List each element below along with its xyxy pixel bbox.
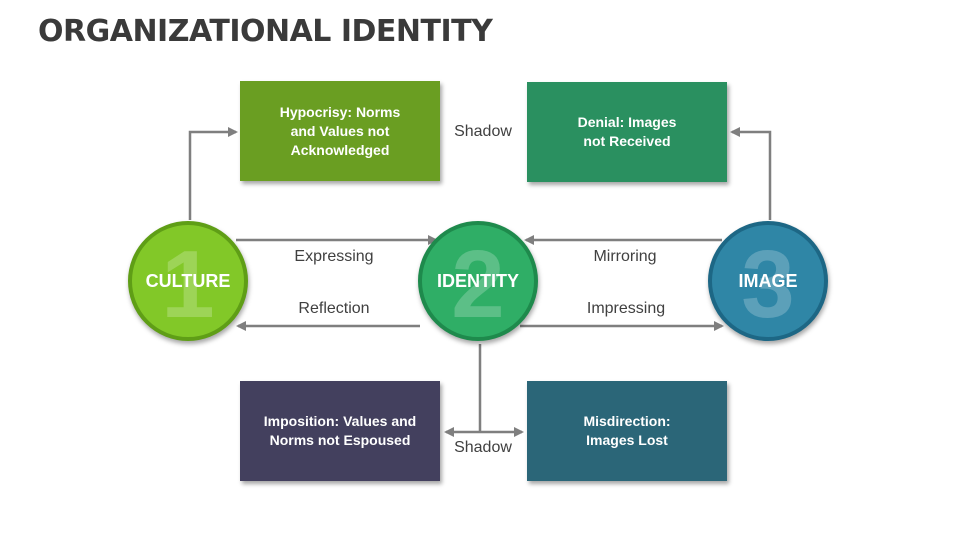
imposition-line-1: Imposition: Values and	[263, 413, 417, 429]
imposition-line-2: Norms not Espoused	[269, 432, 411, 448]
expressing-label: Expressing	[294, 248, 374, 265]
culture-number: 1	[161, 231, 215, 338]
reflection-label: Reflection	[298, 300, 370, 317]
culture-label: CULTURE	[145, 270, 231, 291]
culture-circle: 1 CULTURE	[128, 221, 248, 341]
hypocrisy-line-3: Acknowledged	[290, 141, 390, 158]
shadow-bottom-label: Shadow	[454, 439, 512, 456]
hypocrisy-box: Hypocrisy: Norms and Values not Acknowle…	[240, 81, 440, 181]
imposition-box: Imposition: Values and Norms not Espouse…	[240, 381, 440, 481]
impressing-label: Impressing	[586, 300, 666, 317]
misdirection-box: Misdirection: Images Lost	[527, 381, 727, 481]
hypocrisy-line-1: Hypocrisy: Norms	[279, 103, 401, 120]
identity-circle: 2 IDENTITY	[418, 221, 538, 341]
identity-label: IDENTITY	[436, 270, 519, 291]
misdirection-line-1: Misdirection:	[583, 413, 671, 429]
hypocrisy-line-2: and Values not	[290, 122, 390, 139]
denial-box: Denial: Images not Received	[527, 82, 727, 182]
identity-number: 2	[451, 231, 505, 338]
misdirection-line-2: Images Lost	[586, 432, 668, 448]
page-title: ORGANIZATIONAL IDENTITY	[38, 14, 493, 49]
shadow-top-label: Shadow	[454, 123, 512, 140]
image-label: IMAGE	[738, 270, 798, 291]
image-circle: 3 IMAGE	[708, 221, 828, 341]
mirroring-label: Mirroring	[593, 248, 657, 265]
image-number: 3	[741, 231, 795, 338]
denial-line-1: Denial: Images	[577, 114, 677, 130]
arrow-image-to-denial	[730, 127, 772, 220]
arrow-culture-to-hypocrisy	[188, 127, 238, 220]
denial-line-2: not Received	[583, 133, 671, 149]
